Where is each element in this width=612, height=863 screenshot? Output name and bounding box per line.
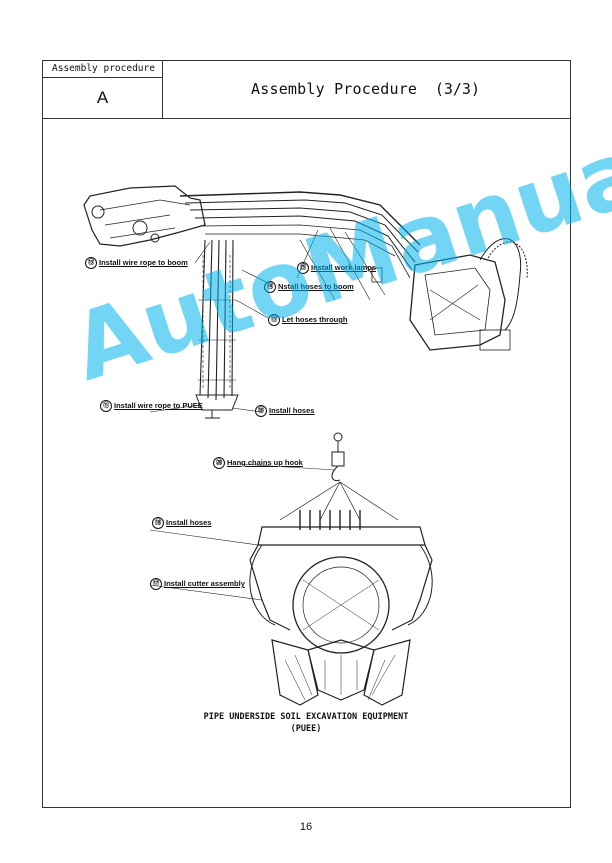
label-text: Install hoses bbox=[269, 405, 315, 415]
label-text: Install wire rope to boom bbox=[99, 257, 188, 267]
step-number: ⑳ bbox=[213, 457, 225, 469]
step-number: ⑱ bbox=[152, 517, 164, 529]
puee-drawing bbox=[149, 432, 433, 706]
step-number: ⑯ bbox=[255, 405, 267, 417]
page-number: 16 bbox=[299, 821, 313, 833]
page-ref: (3/3) bbox=[434, 80, 480, 98]
step-number: ⑪ bbox=[100, 400, 112, 412]
label-text: Install work lamps bbox=[311, 262, 377, 272]
header-title-box: Assembly Procedure (3/3) bbox=[163, 61, 570, 119]
drawing-caption-line1: PIPE UNDERSIDE SOIL EXCAVATION EQUIPMENT bbox=[203, 712, 409, 722]
label-text: Hang chains up hook bbox=[227, 457, 303, 467]
step-number: ⑬ bbox=[85, 257, 97, 269]
step-number: ⑮ bbox=[297, 262, 309, 274]
boom-drawing bbox=[83, 185, 528, 419]
step-number: ⑬ bbox=[268, 314, 280, 326]
header-section-box: Assembly procedure A bbox=[43, 61, 163, 119]
page-title: Assembly Procedure bbox=[251, 80, 418, 98]
page-frame: Assembly procedure A Assembly Procedure … bbox=[42, 60, 571, 808]
section-label: Assembly procedure bbox=[43, 61, 162, 78]
label-text: Install wire rope to PUEE bbox=[114, 400, 203, 410]
section-code: A bbox=[96, 88, 109, 107]
label-text: Nstall hoses to boom bbox=[278, 281, 354, 291]
label-text: Let hoses through bbox=[282, 314, 348, 324]
drawing-caption-line2: (PUEE) bbox=[290, 724, 322, 734]
step-number: ⑰ bbox=[150, 578, 162, 590]
label-text: Install hoses bbox=[166, 517, 212, 527]
step-number: ⑭ bbox=[264, 281, 276, 293]
label-text: Install cutter assembly bbox=[164, 578, 245, 588]
